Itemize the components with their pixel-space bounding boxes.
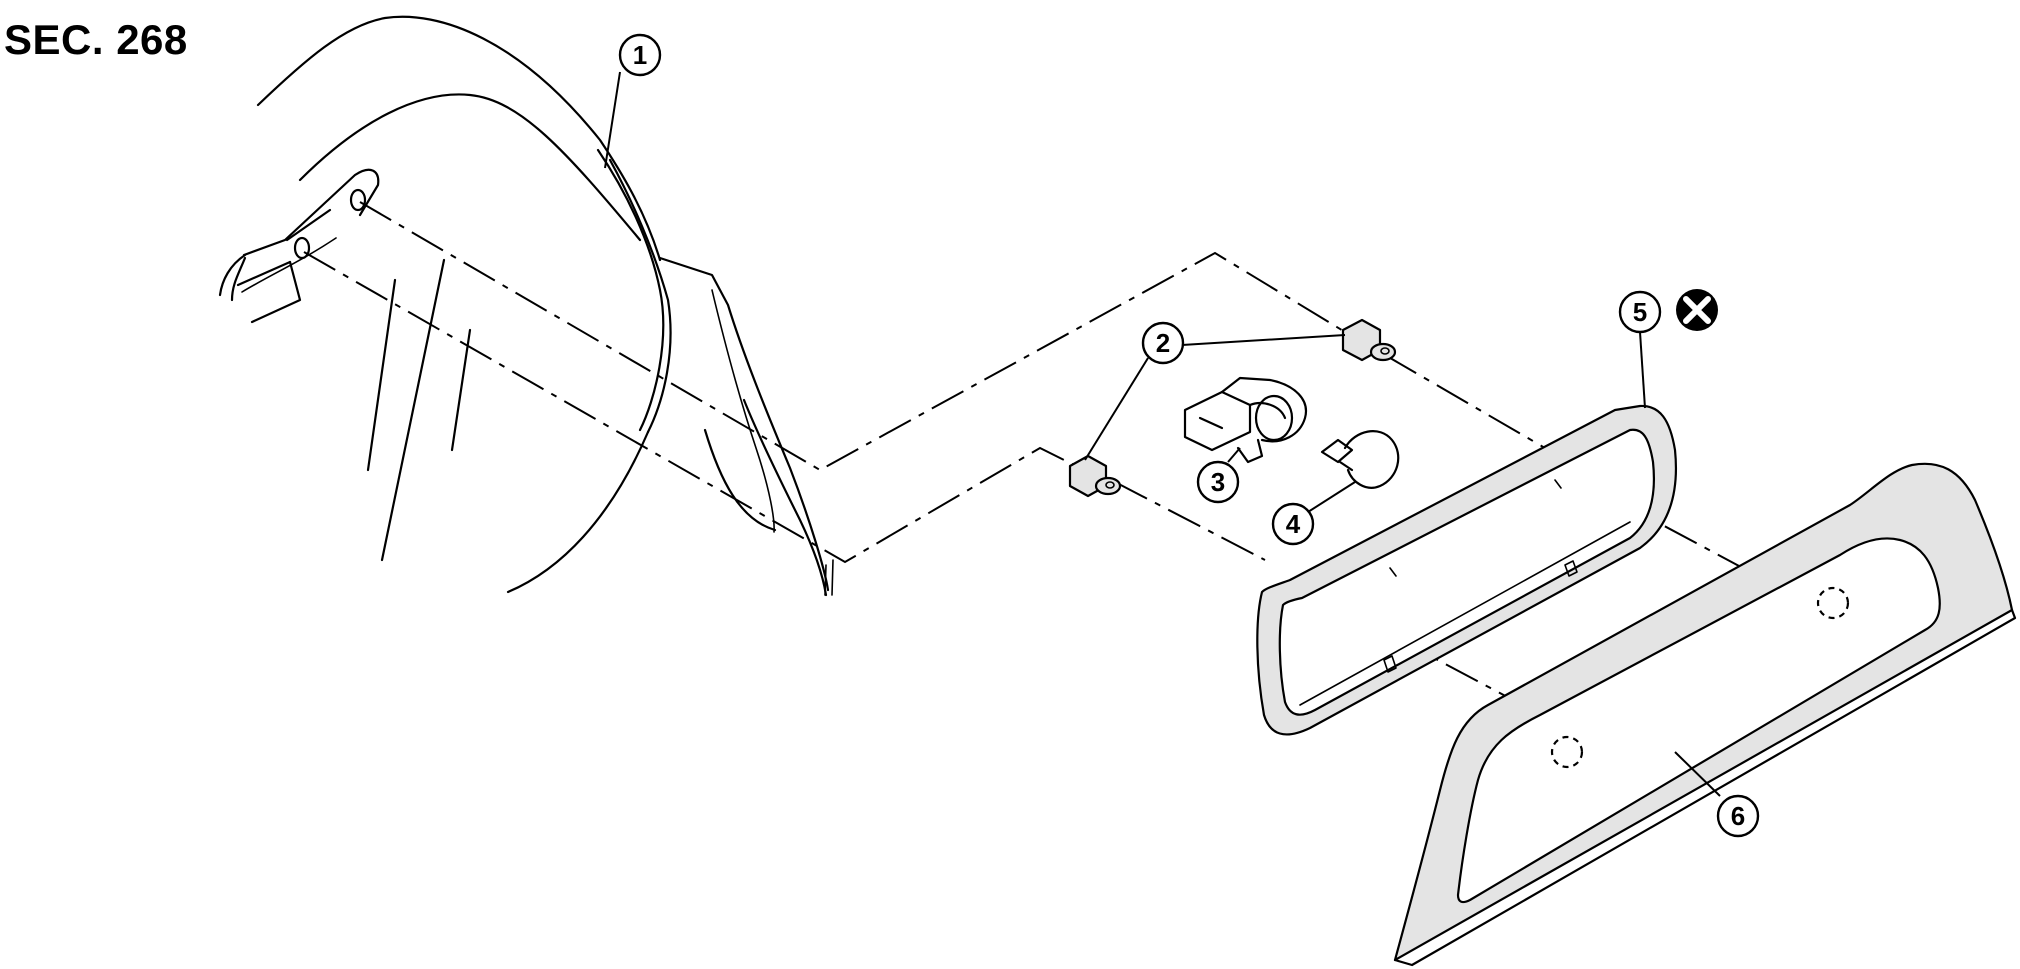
- callout-4: 4: [1271, 481, 1356, 546]
- section-label: SEC. 268: [4, 16, 188, 63]
- svg-text:5: 5: [1633, 297, 1647, 327]
- svg-text:1: 1: [633, 40, 647, 70]
- svg-text:4: 4: [1286, 509, 1301, 539]
- callout-3: 3: [1196, 447, 1241, 504]
- svg-text:2: 2: [1156, 328, 1170, 358]
- svg-text:3: 3: [1211, 467, 1225, 497]
- svg-text:6: 6: [1731, 801, 1745, 831]
- bulb-socket: [1183, 376, 1308, 464]
- callout-6: 6: [1674, 751, 1760, 838]
- gasket: [1256, 404, 1677, 736]
- clip-lower: [1068, 454, 1122, 498]
- callout-1: 1: [604, 33, 662, 169]
- callout-5: 5: [1618, 290, 1662, 409]
- clip-upper: [1341, 318, 1397, 362]
- body-panel: [218, 15, 834, 597]
- non-reusable-x-icon: [1676, 289, 1718, 331]
- callout-2: 2: [1084, 321, 1346, 461]
- bulb: [1320, 430, 1400, 489]
- lamp-housing: [1393, 462, 2017, 967]
